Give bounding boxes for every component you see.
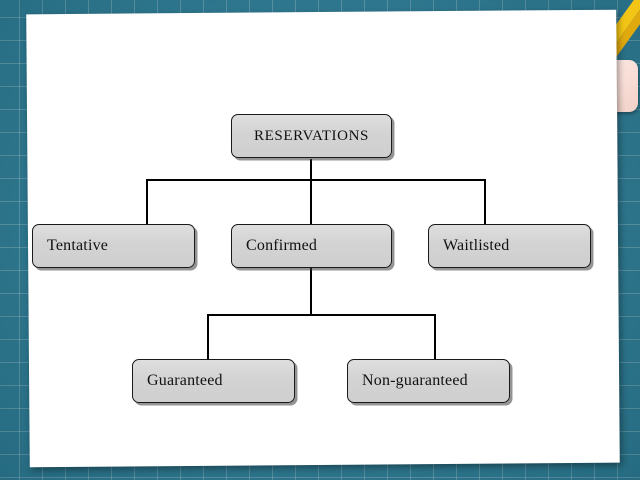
- node-nonguaranteed-label: Non-guaranteed: [362, 372, 468, 389]
- node-confirmed[interactable]: Confirmed: [231, 224, 392, 268]
- node-guaranteed[interactable]: Guaranteed: [132, 359, 295, 403]
- node-reservations[interactable]: RESERVATIONS: [231, 114, 392, 158]
- node-waitlisted[interactable]: Waitlisted: [428, 224, 591, 268]
- node-tentative-label: Tentative: [47, 237, 109, 254]
- node-nonguaranteed[interactable]: Non-guaranteed: [347, 359, 510, 403]
- node-tentative[interactable]: Tentative: [32, 224, 195, 268]
- node-reservations-label: RESERVATIONS: [254, 127, 369, 144]
- node-waitlisted-label: Waitlisted: [443, 237, 510, 254]
- node-confirmed-label: Confirmed: [246, 237, 318, 254]
- node-guaranteed-label: Guaranteed: [147, 372, 223, 389]
